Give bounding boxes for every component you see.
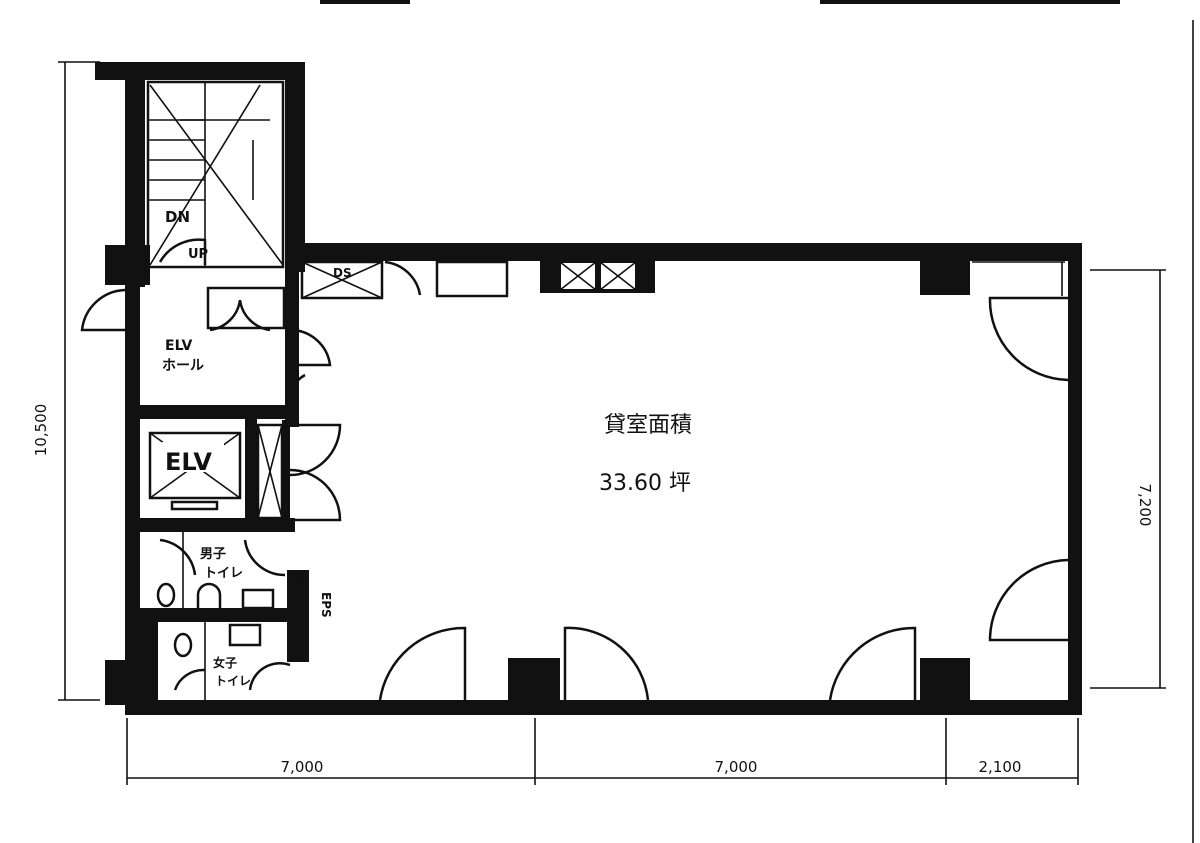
dimension-bottom-3: 2,100 xyxy=(979,758,1022,776)
mens-toilet-label-1: 男子 xyxy=(200,547,226,562)
pipe-shaft xyxy=(256,423,284,520)
hall-closet xyxy=(206,286,286,330)
stair-down-label: DN xyxy=(165,208,190,226)
mens-toilet-label-2: トイレ xyxy=(204,566,243,581)
ds-shaft xyxy=(300,260,422,300)
dimension-bottom-1: 7,000 xyxy=(281,758,324,776)
toilet-fixtures xyxy=(156,530,304,700)
doors[interactable] xyxy=(80,238,1069,701)
womens-toilet-label-1: 女子 xyxy=(213,655,237,670)
dimension-left-height: 10,500 xyxy=(32,404,50,457)
vent-icons xyxy=(559,261,637,291)
kitchenette xyxy=(435,260,509,298)
dimension-right-height: 7,200 xyxy=(1136,484,1154,527)
stairs xyxy=(146,80,285,269)
elevator-label: ELV xyxy=(165,448,212,476)
dimension-bottom-2: 7,000 xyxy=(715,758,758,776)
room-name: 貸室面積 xyxy=(604,413,692,438)
ds-label: DS xyxy=(333,266,352,280)
walls xyxy=(95,62,1082,715)
womens-toilet-label-2: トイレ xyxy=(215,674,251,688)
dimension-lines xyxy=(58,0,1194,843)
eps-label: EPS xyxy=(319,592,333,618)
stair-up-label: UP xyxy=(188,247,208,262)
room-area: 33.60 坪 xyxy=(599,471,691,496)
elv-hall-label-2: ホール xyxy=(162,358,204,374)
elv-hall-label-1: ELV xyxy=(165,338,193,354)
